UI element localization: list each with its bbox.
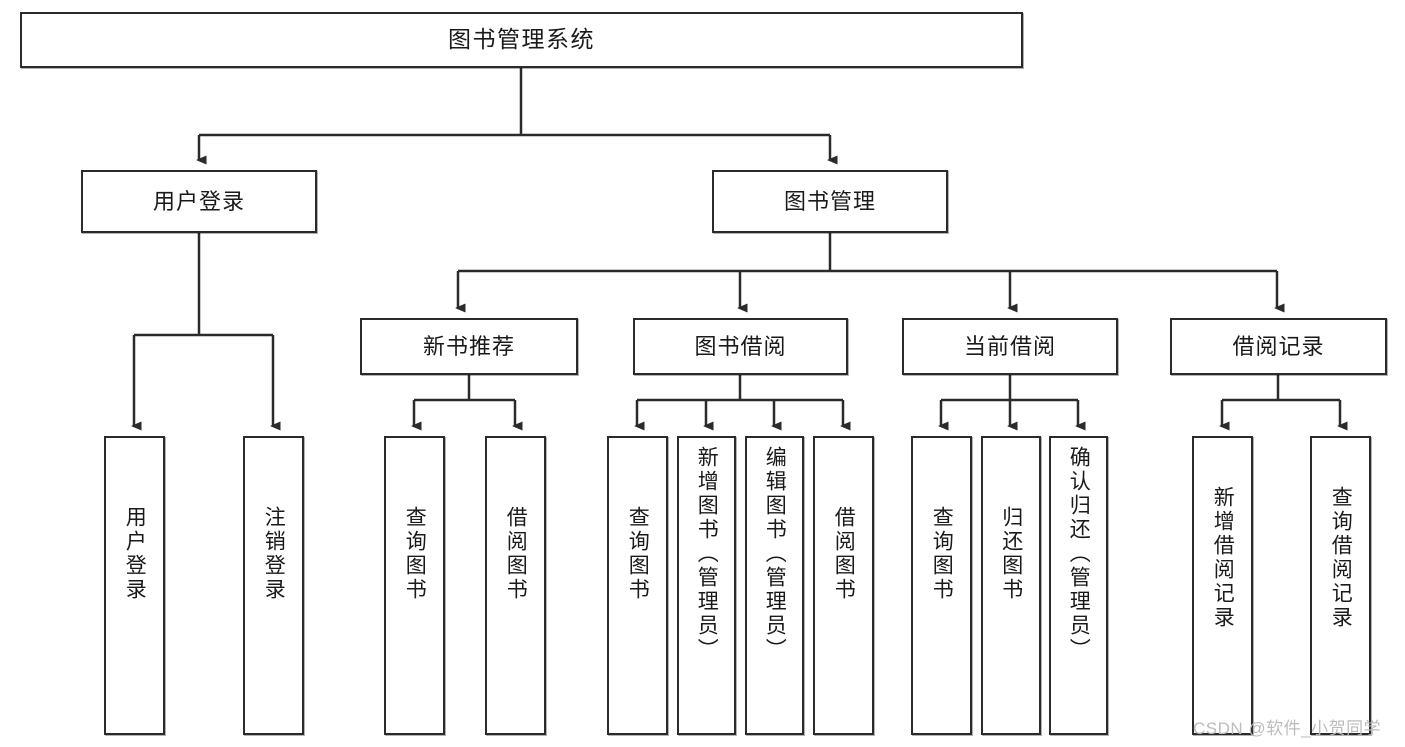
leaf-borrow-record-add-record[interactable]: 新增借阅记录: [1192, 436, 1253, 735]
node-label: 查询图书: [626, 506, 650, 602]
node-current-borrow[interactable]: 当前借阅: [902, 318, 1118, 375]
node-label: 用户登录: [152, 188, 245, 214]
node-user-login[interactable]: 用户登录: [81, 170, 317, 233]
node-label: 用户登录: [123, 506, 147, 602]
leaf-current-borrow-confirm-return-admin[interactable]: 确认归还（管理员）: [1049, 436, 1108, 735]
leaf-book-borrow-add-book-admin[interactable]: 新增图书（管理员）: [677, 436, 736, 735]
leaf-book-borrow-edit-book-admin[interactable]: 编辑图书（管理员）: [745, 436, 804, 735]
leaf-book-borrow-query-book[interactable]: 查询图书: [607, 436, 668, 735]
node-label: 借阅图书: [504, 506, 528, 602]
node-label: 归还图书: [999, 506, 1023, 602]
leaf-current-borrow-query-book[interactable]: 查询图书: [911, 436, 972, 735]
node-borrow-record[interactable]: 借阅记录: [1170, 318, 1387, 375]
node-label: 当前借阅: [963, 333, 1056, 359]
node-label: 确认归还（管理员）: [1067, 446, 1091, 662]
leaf-user-login-login[interactable]: 用户登录: [104, 436, 165, 735]
node-label: 查询图书: [930, 506, 954, 602]
node-label: 查询借阅记录: [1329, 486, 1353, 630]
node-label: 编辑图书（管理员）: [763, 446, 787, 662]
node-label: 借阅记录: [1232, 333, 1325, 359]
node-book-borrow[interactable]: 图书借阅: [633, 318, 848, 375]
node-label: 图书管理: [783, 188, 876, 214]
node-label: 注销登录: [262, 506, 286, 602]
node-label: 新增借阅记录: [1211, 486, 1235, 630]
node-label: 图书借阅: [694, 333, 787, 359]
leaf-book-borrow-borrow-book[interactable]: 借阅图书: [813, 436, 874, 735]
leaf-new-book-borrow-book[interactable]: 借阅图书: [485, 436, 546, 735]
node-label: 图书管理系统: [448, 26, 595, 53]
node-label: 新增图书（管理员）: [695, 446, 719, 662]
leaf-borrow-record-query-record[interactable]: 查询借阅记录: [1310, 436, 1371, 735]
node-label: 新书推荐: [422, 333, 515, 359]
node-new-book-recommend[interactable]: 新书推荐: [360, 318, 578, 375]
node-label: 借阅图书: [832, 506, 856, 602]
leaf-new-book-query-book[interactable]: 查询图书: [384, 436, 445, 735]
leaf-current-borrow-return-book[interactable]: 归还图书: [981, 436, 1041, 735]
watermark-text: CSDN @软件_小贺同学: [1193, 719, 1382, 738]
node-label: 查询图书: [403, 506, 427, 602]
leaf-user-login-logout[interactable]: 注销登录: [243, 436, 304, 735]
node-root-book-management-system[interactable]: 图书管理系统: [20, 12, 1023, 68]
node-book-management[interactable]: 图书管理: [712, 170, 948, 233]
